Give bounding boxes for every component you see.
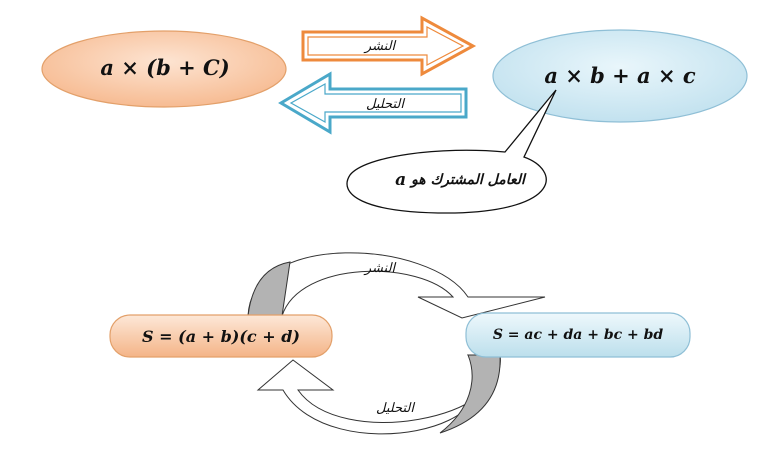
top-arc-label: النشر (364, 260, 396, 276)
right-result-pill (465, 312, 691, 358)
forward-arrow-label: النشر (364, 38, 396, 54)
forward-arrow-icon (301, 15, 477, 77)
right-result-text: S = ac + da + bc + bd (492, 327, 664, 343)
callout-text: العامل المشترك هو a (380, 168, 540, 192)
backward-arrow-label: التحليل (366, 96, 404, 112)
top-arc-arrow-icon (247, 252, 546, 319)
left-expression-text: a × (b + C) (100, 54, 230, 80)
bottom-arc-label: التحليل (376, 400, 414, 416)
backward-arrow-icon (278, 71, 468, 135)
callout-bubble (346, 89, 557, 214)
callout-variable: a (395, 170, 407, 190)
left-expression-ellipse (41, 30, 287, 108)
bottom-arc-arrow-icon (256, 354, 501, 435)
callout-arabic: العامل المشترك هو (411, 172, 525, 188)
left-result-text: S = (a + b)(c + d) (142, 326, 300, 346)
right-expression-ellipse (492, 29, 748, 123)
right-expression-text: a × b + a × c (544, 62, 696, 88)
left-result-pill (109, 314, 333, 358)
